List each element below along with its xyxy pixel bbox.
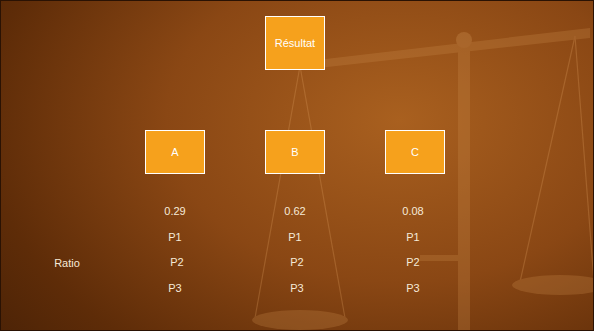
value-label: P3 [290,282,303,294]
box-label: Résultat [275,37,315,49]
value-label: 0.62 [284,205,305,217]
criterion-box: C [385,130,445,174]
value-label: P2 [290,256,303,268]
box-label: A [171,146,178,158]
criterion-box: A [145,130,205,174]
goal-box: Résultat [265,16,325,70]
value-label: P3 [168,282,181,294]
value-label: 0.29 [164,205,185,217]
value-label: P3 [406,282,419,294]
value-label: Ratio [54,257,80,269]
value-label: P1 [168,231,181,243]
box-label: B [291,146,298,158]
value-label: P1 [406,231,419,243]
value-label: P2 [406,256,419,268]
value-label: 0.08 [402,205,423,217]
value-label: P2 [170,256,183,268]
value-label: P1 [288,231,301,243]
box-label: C [411,146,419,158]
criterion-box: B [265,130,325,174]
